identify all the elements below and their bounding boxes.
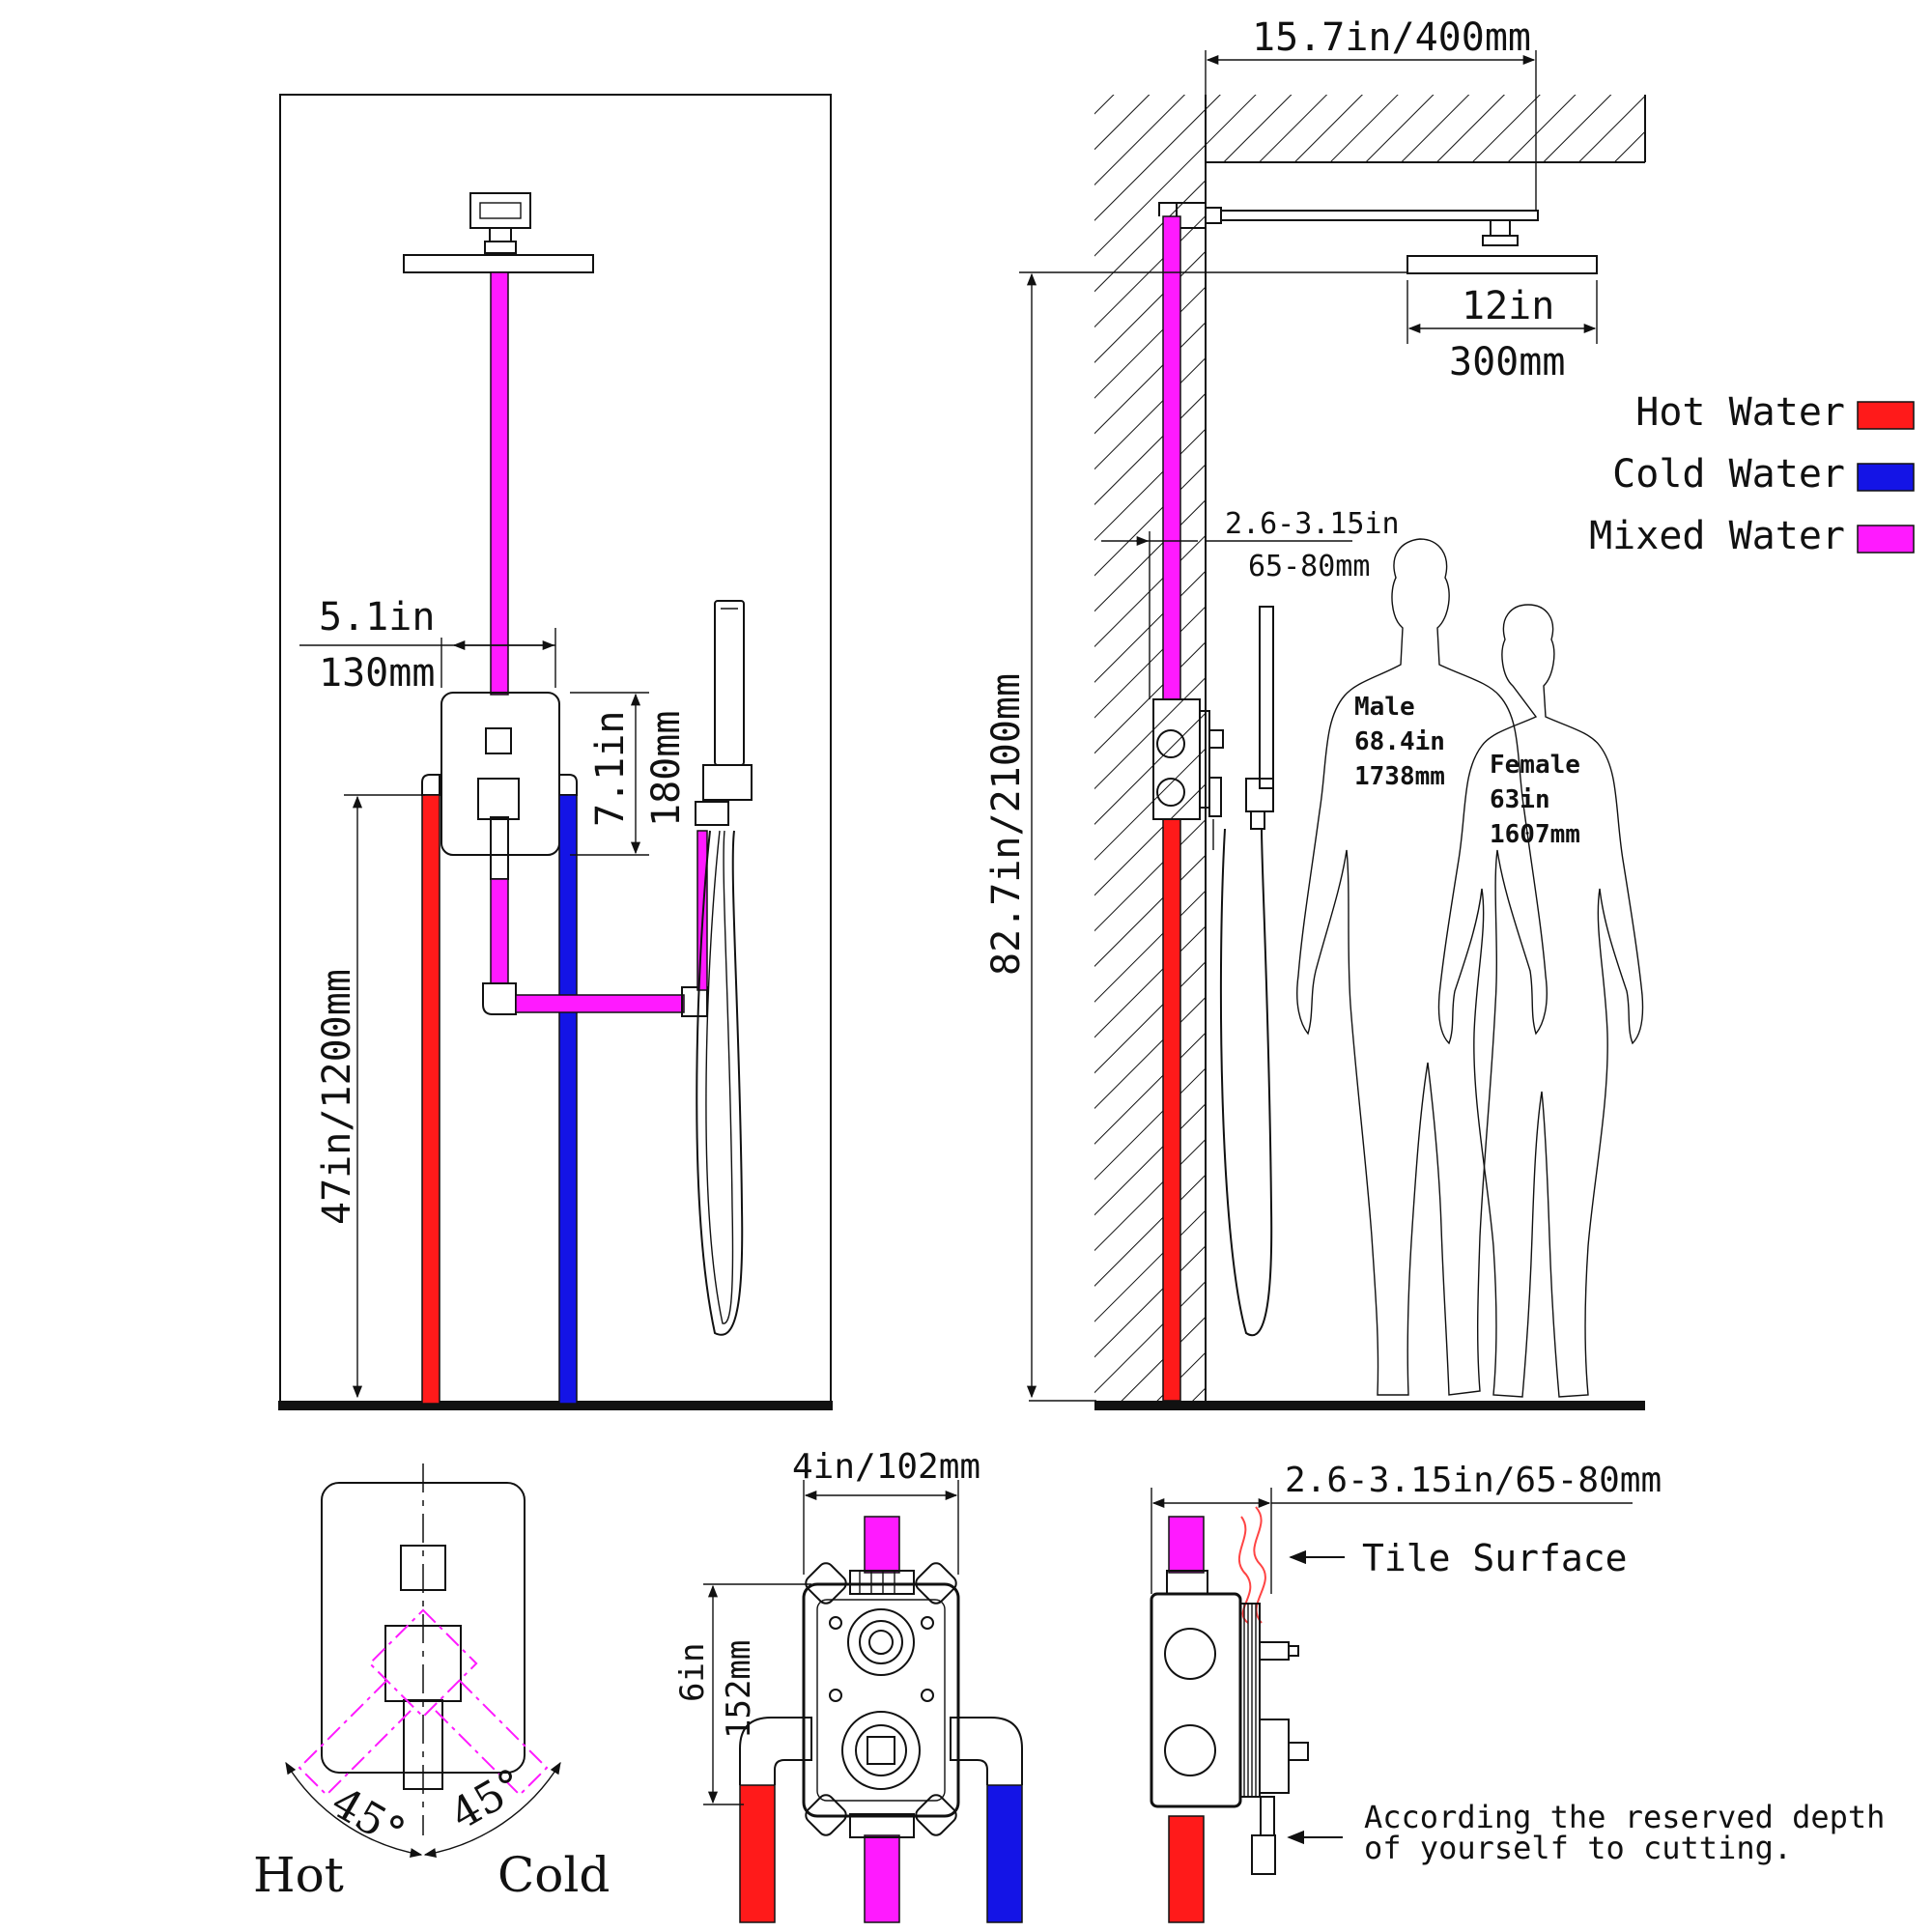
side-valve-depth: 2.6-3.15in/65-80mm bbox=[1285, 1461, 1662, 1500]
cold-pipe bbox=[558, 794, 578, 1405]
mixed-pipe-riser bbox=[490, 271, 509, 696]
valve-cold-inlet bbox=[986, 1784, 1023, 1923]
valve-hot-inlet bbox=[739, 1784, 776, 1923]
valve-height-in: 7.1in bbox=[588, 711, 633, 827]
tile-surface-label: Tile Surface bbox=[1362, 1537, 1628, 1579]
total-height: 82.7in/2100mm bbox=[984, 673, 1029, 976]
shower-head-front bbox=[403, 254, 594, 273]
floor-line bbox=[278, 1401, 833, 1410]
side-mixed-pipe bbox=[1162, 215, 1181, 700]
wall-hatch bbox=[1094, 95, 1206, 1401]
cutting-note-2: of yourself to cutting. bbox=[1364, 1830, 1792, 1866]
valve-width: 4in/102mm bbox=[792, 1447, 980, 1487]
handle-rotation: 45° 45° Hot Cold bbox=[253, 1463, 610, 1903]
side-floor-line bbox=[1094, 1401, 1645, 1410]
head-size-mm: 300mm bbox=[1449, 340, 1565, 384]
valve-side-view: 2.6-3.15in/65-80mm Tile Surface Accordin… bbox=[1150, 1461, 1885, 1923]
side-hot-pipe bbox=[1162, 818, 1181, 1402]
side-view: 15.7in/400mm 12in 300mm 2.6-3.15in 65-80… bbox=[984, 15, 1646, 1410]
legend-cold-swatch bbox=[1857, 463, 1915, 492]
valve-height-in-b: 6in bbox=[673, 1643, 712, 1702]
female-height-mm: 1607mm bbox=[1490, 820, 1580, 849]
male-silhouette bbox=[1296, 538, 1548, 1396]
legend: Hot Water Cold Water Mixed Water bbox=[1589, 390, 1915, 558]
female-height-in: 63in bbox=[1490, 785, 1550, 814]
legend-mixed-swatch bbox=[1857, 525, 1915, 554]
angle-right: 45° bbox=[442, 1759, 532, 1839]
handle-lever bbox=[403, 1699, 443, 1790]
legend-mixed-label: Mixed Water bbox=[1589, 514, 1845, 558]
head-size-in: 12in bbox=[1462, 284, 1554, 328]
front-width-mm: 130mm bbox=[319, 651, 435, 696]
valve-height-mm: 180mm bbox=[644, 711, 689, 827]
side-depth-mm: 65-80mm bbox=[1248, 550, 1370, 583]
front-view: 5.1in 130mm 7.1in 180mm 47in/1200mm bbox=[278, 94, 833, 1410]
cold-label: Cold bbox=[497, 1847, 610, 1903]
valve-body-front: 4in/102mm 6in 152mm bbox=[673, 1447, 1023, 1923]
hand-shower-front bbox=[714, 600, 745, 766]
valve-body bbox=[802, 1582, 960, 1818]
hot-label: Hot bbox=[253, 1847, 344, 1903]
side-depth-in: 2.6-3.15in bbox=[1225, 507, 1400, 541]
legend-cold-label: Cold Water bbox=[1612, 452, 1845, 497]
shower-head-side bbox=[1406, 255, 1598, 274]
ceiling-flange bbox=[469, 192, 531, 229]
valve-trim-plate bbox=[440, 692, 560, 856]
shower-arm bbox=[1220, 210, 1539, 221]
ceiling-hatch bbox=[1206, 95, 1645, 162]
inlet-height: 47in/1200mm bbox=[315, 969, 359, 1225]
valve-height-mm-b: 152mm bbox=[720, 1640, 758, 1739]
male-height-mm: 1738mm bbox=[1354, 762, 1445, 791]
side-valve-hot-pipe bbox=[1168, 1815, 1205, 1923]
cutting-note-1: According the reserved depth bbox=[1364, 1799, 1885, 1835]
male-label: Male bbox=[1354, 693, 1415, 722]
wall-outline bbox=[279, 94, 832, 1407]
legend-hot-label: Hot Water bbox=[1635, 390, 1845, 435]
female-label: Female bbox=[1490, 751, 1580, 780]
female-silhouette bbox=[1437, 604, 1644, 1398]
hand-shower-side bbox=[1259, 606, 1274, 789]
front-width-in: 5.1in bbox=[319, 595, 435, 639]
legend-hot-swatch bbox=[1857, 401, 1915, 430]
hot-pipe bbox=[421, 794, 440, 1405]
wall-elbow-holder bbox=[702, 764, 753, 801]
male-height-in: 68.4in bbox=[1354, 727, 1445, 756]
arm-length: 15.7in/400mm bbox=[1252, 15, 1531, 60]
